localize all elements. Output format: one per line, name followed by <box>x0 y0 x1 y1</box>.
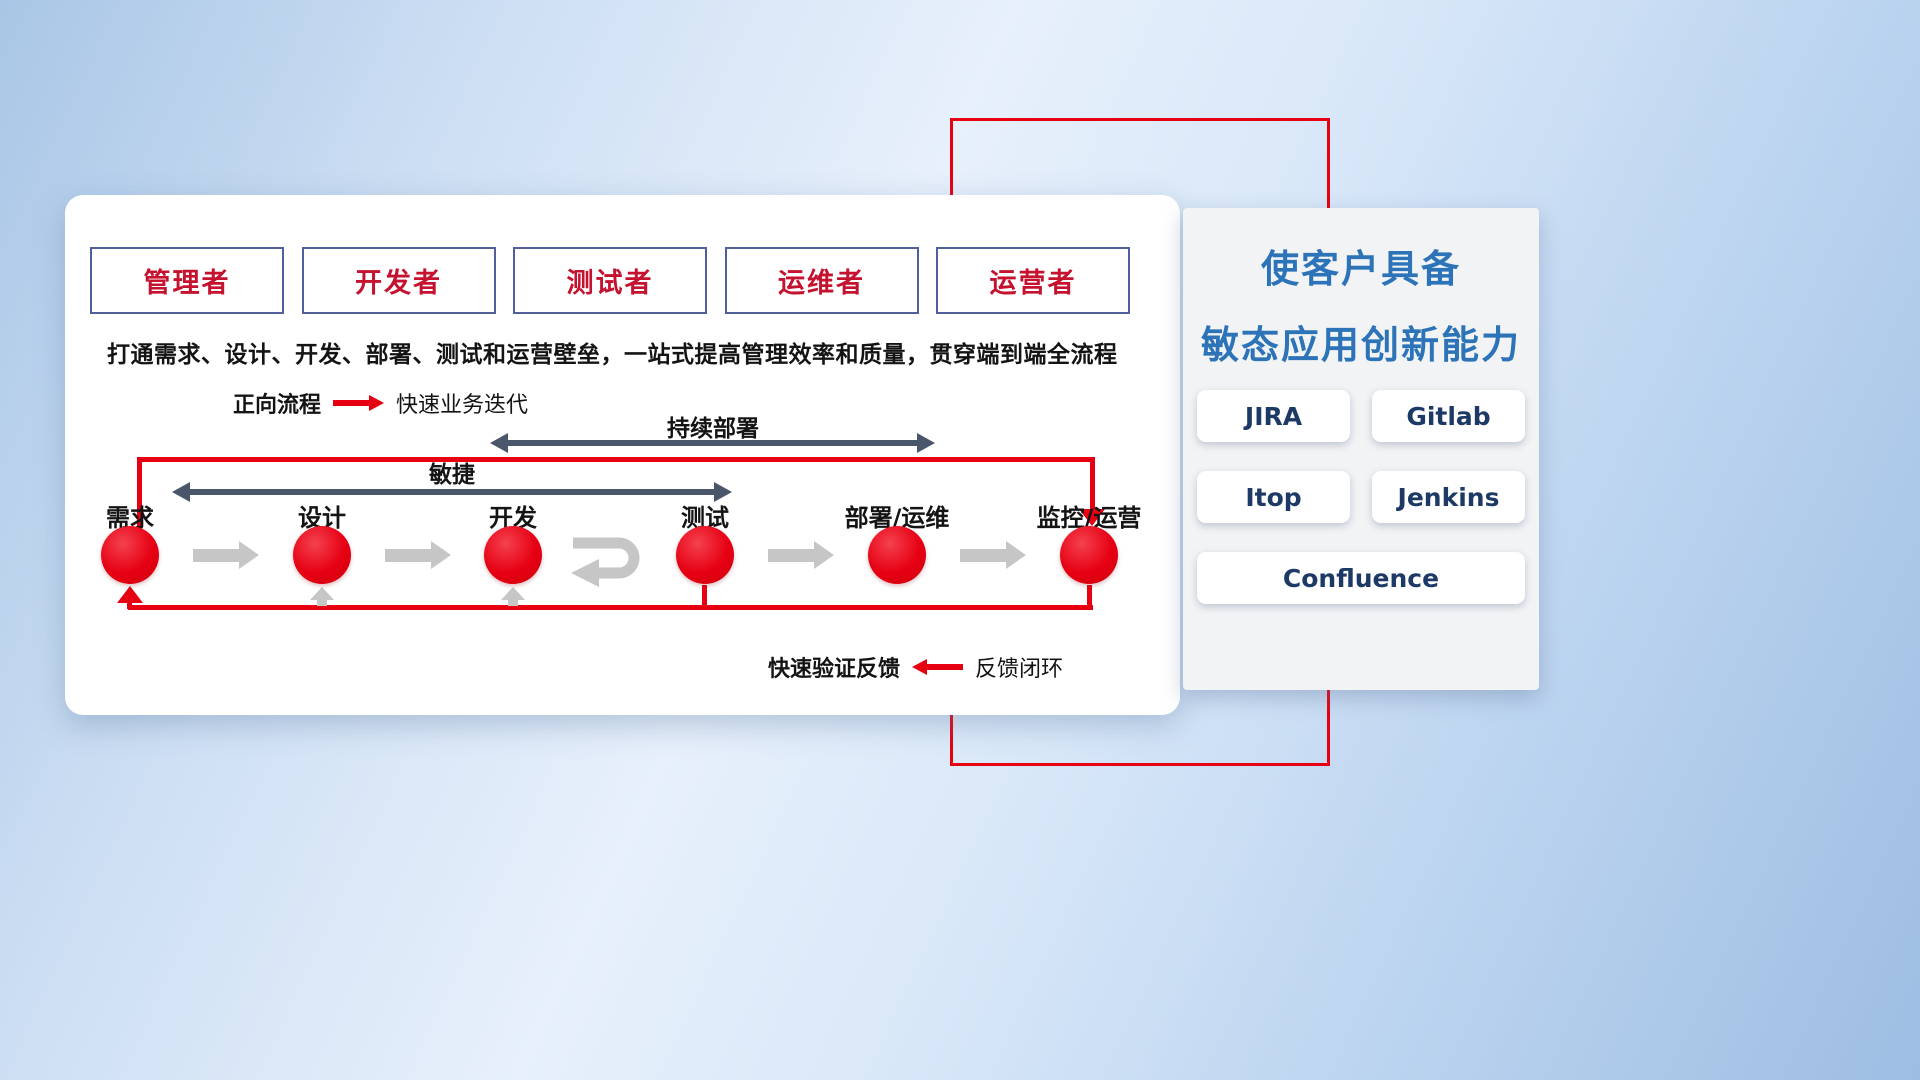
forward-loop-right <box>1090 457 1095 511</box>
tool-jenkins: Jenkins <box>1372 471 1525 523</box>
role-label: 管理者 <box>143 268 231 299</box>
forward-loop-line <box>137 457 1095 462</box>
forward-loop-arrowhead-icon <box>1079 509 1105 526</box>
up-arrow-design-stem <box>317 599 327 606</box>
tool-itop: Itop <box>1197 471 1350 523</box>
up-arrow-dev-icon <box>501 587 525 600</box>
capability-panel: 使客户具备 敏态应用创新能力 JIRA Gitlab Itop Jenkins … <box>1183 208 1539 690</box>
role-box-ops: 运维者 <box>724 247 919 314</box>
subtitle: 打通需求、设计、开发、部署、测试和运营壁垒，一站式提高管理效率和质量，贯穿端到端… <box>107 342 1118 368</box>
legend-forward-desc: 快速业务迭代 <box>396 393 529 418</box>
agile-label: 敏捷 <box>429 462 475 488</box>
node-circle-testing <box>676 526 734 584</box>
role-box-tester: 测试者 <box>513 247 707 314</box>
role-row: 管理者 开发者 测试者 运维者 运营者 <box>90 247 1130 314</box>
devops-flow-card: 管理者 开发者 测试者 运维者 运营者 打通需求、设计、开发、部署、测试和运营壁… <box>65 195 1180 715</box>
up-arrow-dev-stem <box>508 599 518 606</box>
flow-arrow-1-icon <box>193 541 259 569</box>
node-circle-requirements <box>101 526 159 584</box>
node-circle-deploy-ops <box>868 526 926 584</box>
tool-confluence: Confluence <box>1197 552 1525 604</box>
continuous-deploy-arrow <box>490 433 935 453</box>
role-box-operator: 运营者 <box>936 247 1130 314</box>
node-circle-monitor-ops <box>1060 526 1118 584</box>
flow-arrow-2-icon <box>385 541 451 569</box>
feedback-stub-requirements <box>127 601 132 609</box>
role-label: 运营者 <box>989 268 1077 299</box>
tool-gitlab: Gitlab <box>1372 390 1525 442</box>
legend-feedback-desc: 反馈闭环 <box>975 657 1064 682</box>
panel-title-line2: 敏态应用创新能力 <box>1200 323 1521 367</box>
node-circle-design <box>293 526 351 584</box>
continuous-deploy-label: 持续部署 <box>667 416 759 442</box>
feedback-stub-test <box>702 585 707 607</box>
role-label: 运维者 <box>778 268 865 299</box>
legend-forward: 正向流程 快速业务迭代 <box>233 387 528 419</box>
tool-grid: JIRA Gitlab Itop Jenkins Confluence <box>1197 390 1525 604</box>
legend-forward-label: 正向流程 <box>233 393 322 418</box>
flow-arrow-5-icon <box>960 541 1026 569</box>
forward-arrow-icon <box>333 395 385 411</box>
role-label: 测试者 <box>566 268 654 299</box>
feedback-arrow-icon <box>912 659 964 675</box>
role-box-developer: 开发者 <box>301 247 496 314</box>
legend-feedback: 快速验证反馈 反馈闭环 <box>768 651 1063 683</box>
panel-title-line1: 使客户具备 <box>1260 247 1461 291</box>
agile-arrow <box>172 482 732 502</box>
feedback-loop-line <box>128 605 1093 610</box>
node-circle-development <box>484 526 542 584</box>
feedback-stub-monitor <box>1087 585 1092 607</box>
role-box-manager: 管理者 <box>90 247 284 314</box>
up-arrow-design-icon <box>310 587 334 600</box>
legend-feedback-label: 快速验证反馈 <box>768 657 901 682</box>
forward-loop-left <box>137 457 142 527</box>
feedback-arrowhead-icon <box>117 586 143 603</box>
flow-arrow-4-icon <box>768 541 834 569</box>
role-label: 开发者 <box>355 268 442 299</box>
tool-jira: JIRA <box>1197 390 1350 442</box>
iteration-loop-icon <box>563 527 651 591</box>
